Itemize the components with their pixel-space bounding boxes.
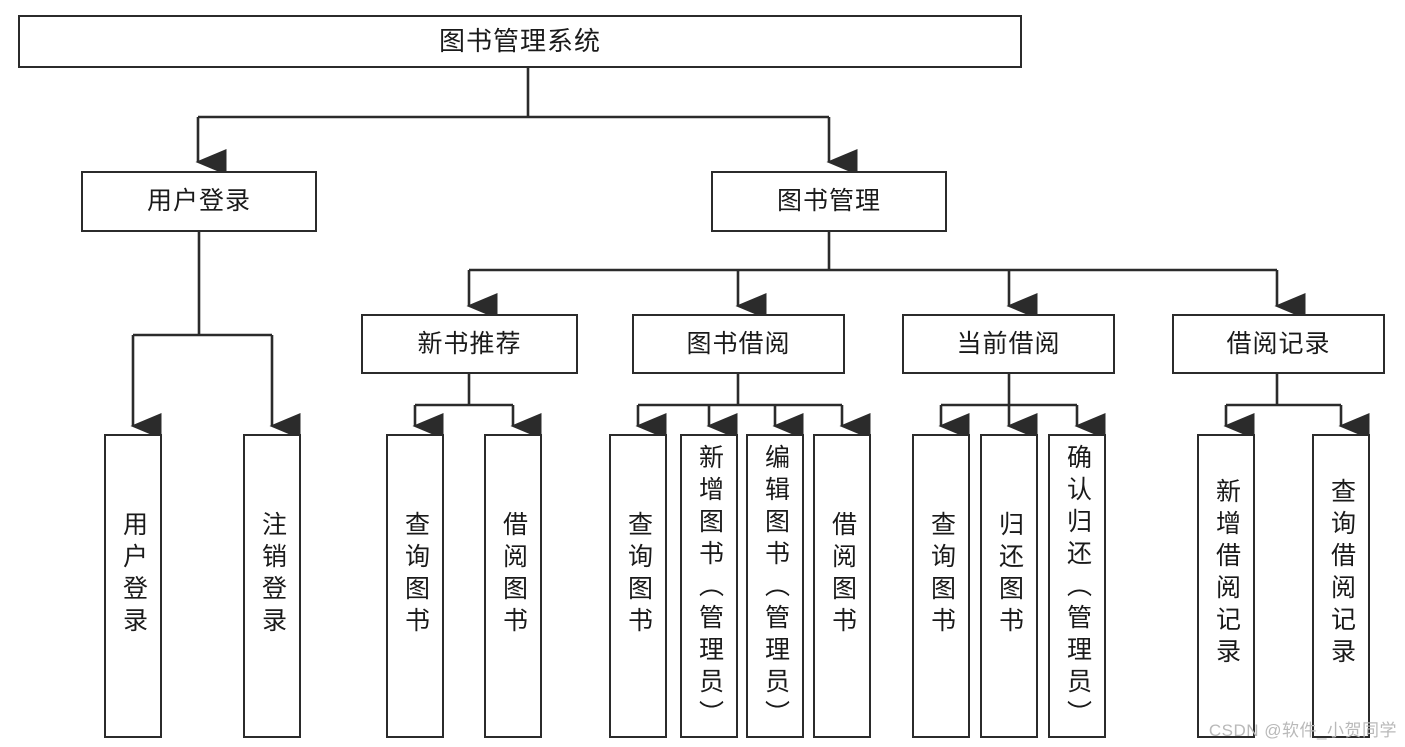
node-label: 注销登录: [258, 511, 287, 639]
node-label: 查询图书: [401, 511, 430, 639]
leaf-bb-query-book[interactable]: 查询图书: [609, 434, 667, 738]
leaf-user-login[interactable]: 用户登录: [104, 434, 162, 738]
leaf-cb-query-book[interactable]: 查询图书: [912, 434, 970, 738]
csdn-watermark: CSDN @软件_小贺同学: [1208, 721, 1397, 740]
node-label: 图书管理系统: [438, 25, 601, 56]
node-new-book-recommend[interactable]: 新书推荐: [361, 314, 578, 374]
node-book-borrow[interactable]: 图书借阅: [632, 314, 845, 374]
node-label: 查询图书: [624, 511, 653, 639]
node-label: 当前借阅: [956, 329, 1061, 358]
leaf-nbr-borrow-book[interactable]: 借阅图书: [484, 434, 542, 738]
leaf-bb-edit-book-admin[interactable]: 编辑图书（管理员）: [746, 434, 804, 738]
leaf-logout[interactable]: 注销登录: [243, 434, 301, 738]
leaf-nbr-query-book[interactable]: 查询图书: [386, 434, 444, 738]
node-label: 借阅记录: [1226, 329, 1331, 358]
leaf-br-query-record[interactable]: 查询借阅记录: [1312, 434, 1370, 738]
node-label: 确认归还（管理员）: [1063, 444, 1092, 732]
node-label: 新书推荐: [417, 329, 522, 358]
node-book-management[interactable]: 图书管理: [711, 171, 947, 232]
node-label: 查询图书: [927, 511, 956, 639]
node-label: 归还图书: [995, 511, 1024, 639]
leaf-br-add-record[interactable]: 新增借阅记录: [1197, 434, 1255, 738]
node-label: 新增借阅记录: [1212, 478, 1241, 670]
node-borrow-records[interactable]: 借阅记录: [1172, 314, 1385, 374]
leaf-bb-borrow-book[interactable]: 借阅图书: [813, 434, 871, 738]
leaf-cb-return-book[interactable]: 归还图书: [980, 434, 1038, 738]
node-label: 新增图书（管理员）: [695, 444, 724, 732]
node-label: 图书借阅: [686, 329, 791, 358]
node-root-system[interactable]: 图书管理系统: [18, 15, 1022, 68]
node-user-login[interactable]: 用户登录: [81, 171, 317, 232]
node-label: 用户登录: [119, 511, 148, 639]
leaf-cb-confirm-return-admin[interactable]: 确认归还（管理员）: [1048, 434, 1106, 738]
node-label: 借阅图书: [499, 511, 528, 639]
node-label: 查询借阅记录: [1327, 478, 1356, 670]
node-label: 图书管理: [776, 187, 881, 216]
node-label: 借阅图书: [828, 511, 857, 639]
node-label: 编辑图书（管理员）: [761, 444, 790, 732]
node-current-borrow[interactable]: 当前借阅: [902, 314, 1115, 374]
leaf-bb-add-book-admin[interactable]: 新增图书（管理员）: [680, 434, 738, 738]
node-label: 用户登录: [146, 187, 251, 216]
